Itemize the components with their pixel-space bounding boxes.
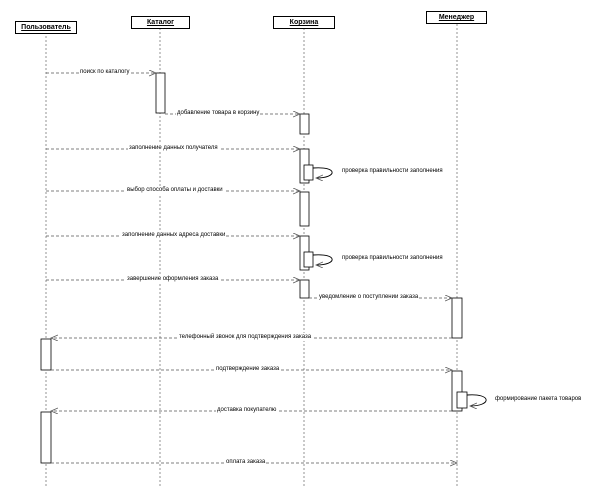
message-label: заполнение данных адреса доставки [121, 231, 227, 239]
activation-catalog [155, 72, 166, 114]
message-label: поиск по каталогу [79, 68, 131, 76]
activation-manager-2 [451, 370, 463, 412]
arrow-self-package [466, 394, 487, 406]
activation-user-1 [40, 338, 52, 371]
activation-cart-3 [299, 191, 310, 227]
message-label: телефонный звонок для подтверждения зака… [178, 333, 313, 341]
message-label: подтверждение заказа [215, 365, 281, 373]
activation-manager-2-self [456, 391, 468, 409]
message-label: уведомление о поступлении заказа [318, 293, 420, 301]
message-label: проверка правильности заполнения [342, 168, 443, 174]
activation-cart-1 [299, 113, 310, 135]
participant-manager: Менеджер [426, 11, 487, 24]
activation-cart-4-self [303, 251, 314, 268]
participant-cart: Корзина [273, 16, 335, 29]
message-label: формирование пакета товаров [495, 396, 582, 402]
arrow-self-check-1 [312, 167, 333, 178]
message-label: выбор способа оплаты и доставки [126, 186, 224, 194]
message-label: завершение оформления заказа [126, 275, 220, 283]
participant-user: Пользователь [15, 21, 77, 34]
activation-user-2 [40, 411, 52, 464]
activation-cart-2-self [303, 164, 314, 181]
message-label: доставка покупателю [216, 406, 278, 414]
message-label: заполнение данных получателя [128, 144, 219, 152]
participant-catalog: Каталог [131, 16, 190, 29]
message-label: оплата заказа [225, 458, 267, 466]
activation-cart-5 [299, 279, 310, 299]
message-label: добавление товара в корзину [176, 109, 261, 117]
activation-manager-1 [451, 297, 463, 339]
arrow-self-check-2 [312, 254, 333, 265]
message-label: проверка правильности заполнения [342, 255, 443, 261]
